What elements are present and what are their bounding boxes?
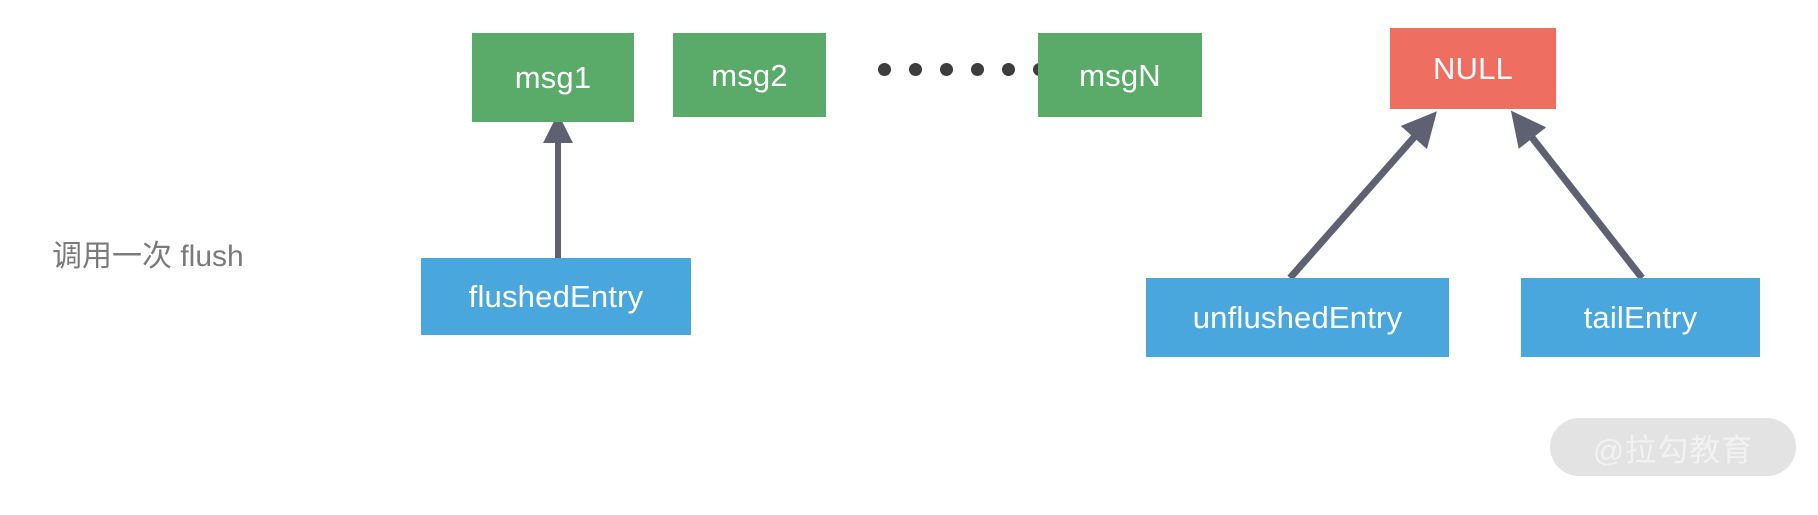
ellipsis-dot [971, 63, 984, 76]
watermark: @拉勾教育 [1550, 418, 1796, 476]
null-node: NULL [1390, 28, 1556, 109]
arrow-unflushed-entry-to-null [1287, 111, 1437, 281]
entry-node-unflushed-entry: unflushedEntry [1146, 278, 1449, 357]
ellipsis-dots [878, 63, 1046, 76]
arrow-tail-entry-to-null [1510, 110, 1645, 281]
ellipsis-dot [940, 63, 953, 76]
message-node-msg2: msg2 [673, 33, 826, 117]
ellipsis-dot [1002, 63, 1015, 76]
message-node-msg1: msg1 [472, 33, 634, 122]
entry-node-flushed-entry: flushedEntry [421, 258, 691, 335]
message-node-msgn: msgN [1038, 33, 1202, 117]
ellipsis-dot [909, 63, 922, 76]
entry-node-tail-entry: tailEntry [1521, 278, 1760, 357]
flush-caption: 调用一次 flush [52, 240, 244, 273]
ellipsis-dot [878, 63, 891, 76]
